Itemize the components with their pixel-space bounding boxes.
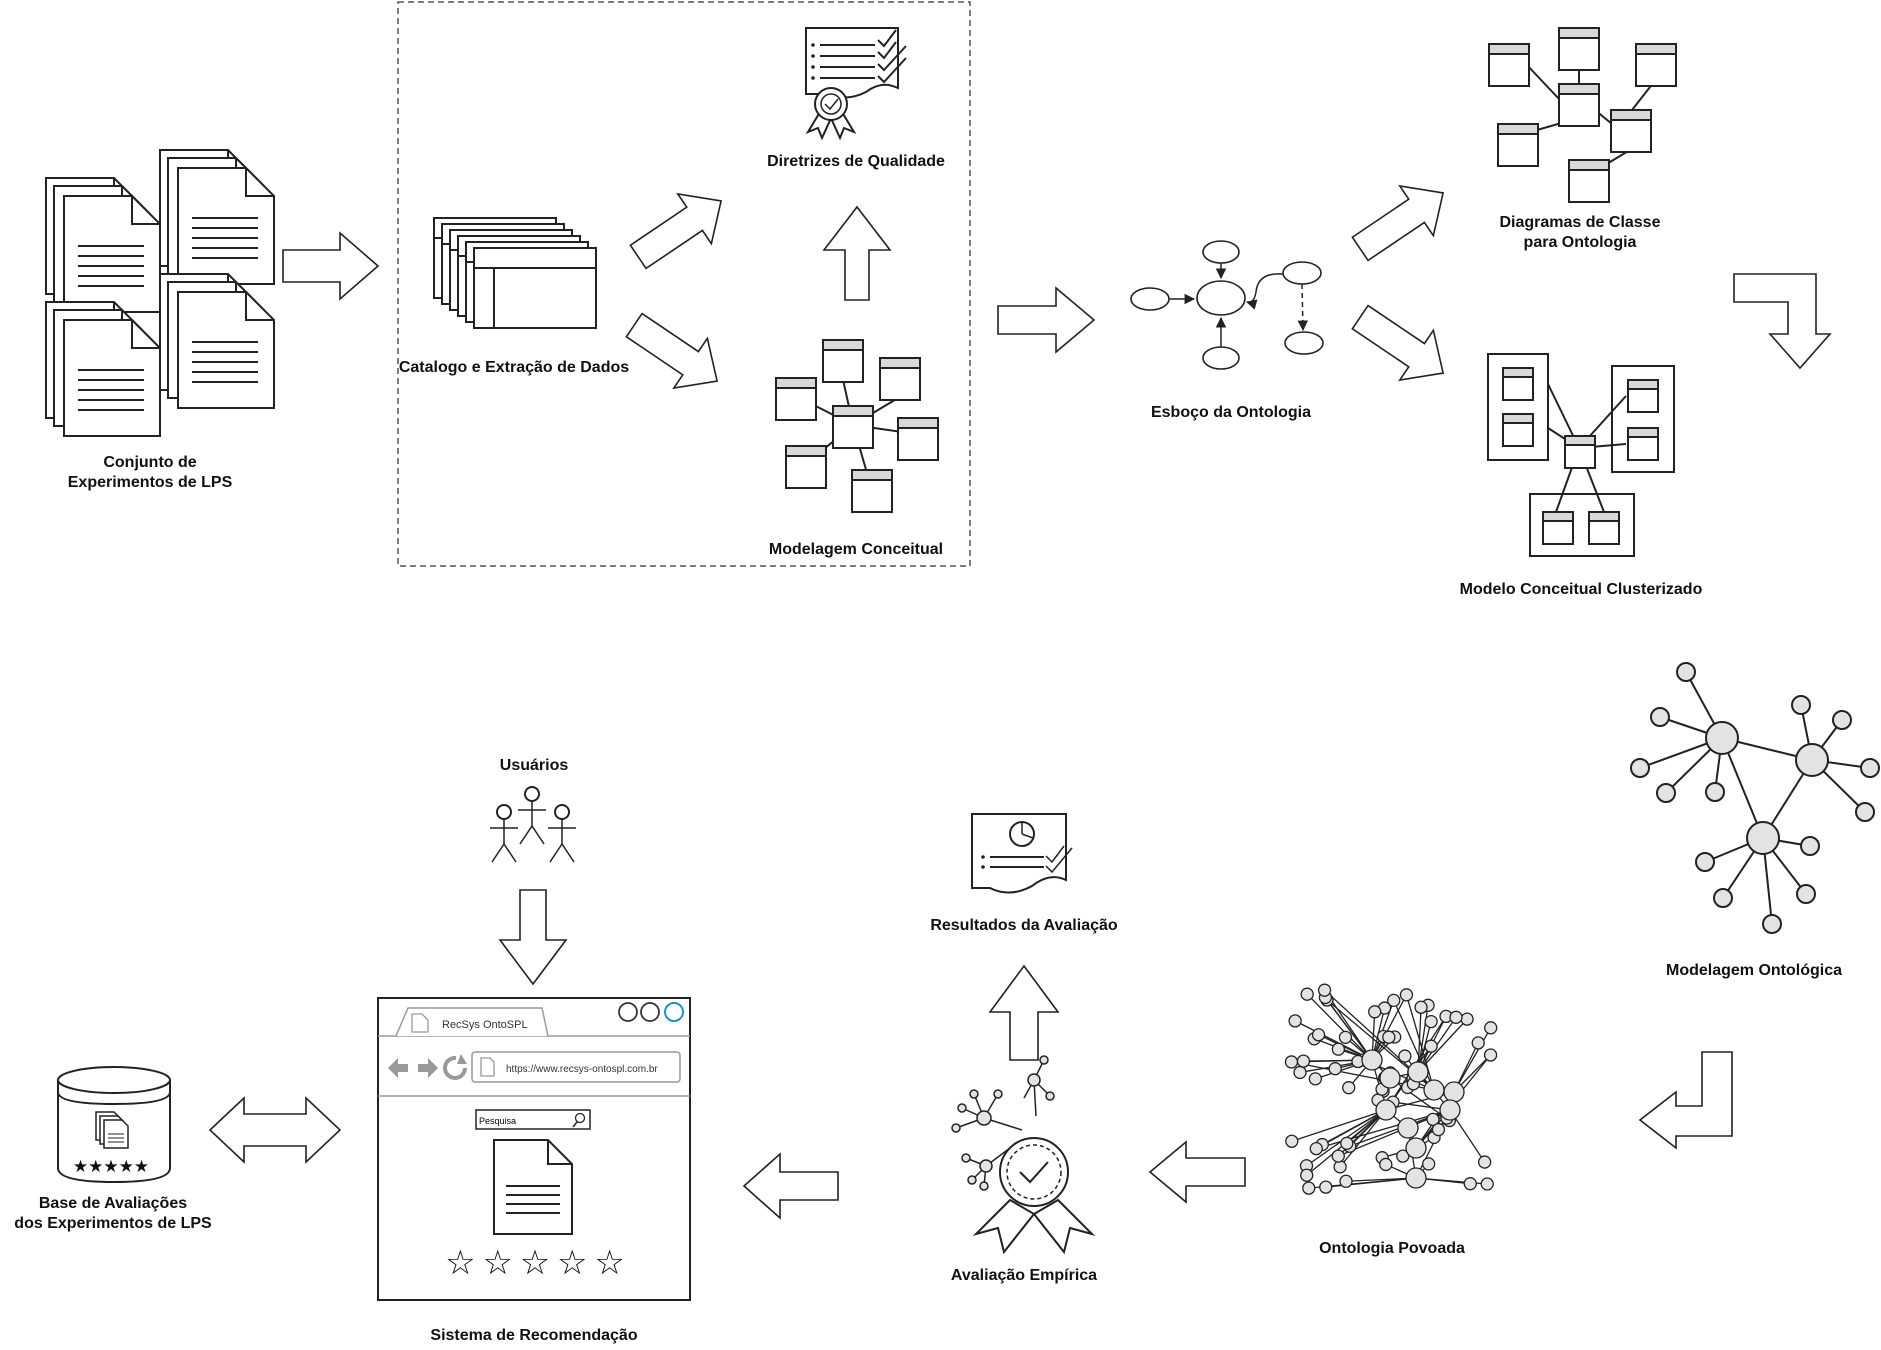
rating-stars[interactable]: ☆ ☆ ☆ ☆ ☆ [445, 1243, 625, 1283]
class-diagram-icon [1487, 353, 1675, 557]
usuarios-label: Usuários [500, 757, 569, 774]
network-graph-icon [1630, 662, 1880, 934]
report-icon [971, 813, 1073, 894]
award-badge-icon [951, 1055, 1096, 1255]
arrow-left-icon [1148, 1140, 1246, 1204]
arrow-bent-down-icon [1733, 273, 1832, 370]
esboco-label: Esboço da Ontologia [1151, 404, 1311, 421]
arrow-left-icon [742, 1152, 839, 1220]
arrow-up-right-icon [629, 192, 723, 270]
conjunto-label-line1: Conjunto de [103, 454, 196, 471]
diretrizes-label: Diretrizes de Qualidade [767, 153, 945, 170]
arrow-down-right-icon [625, 312, 719, 390]
arrow-up-icon [822, 205, 892, 301]
class-diagram-icon [775, 339, 939, 513]
dense-graph-icon [1284, 983, 1498, 1195]
search-input[interactable]: Pesquisa [479, 1116, 516, 1126]
base-label-line1: Base de Avaliações [39, 1195, 187, 1212]
arrow-double-icon [208, 1096, 342, 1164]
sistema-label: Sistema de Recomendação [430, 1327, 637, 1344]
card-stack-icon [433, 217, 597, 329]
browser-url[interactable]: https://www.recsys-ontospl.com.br [506, 1064, 658, 1075]
arrow-down-right-icon [1351, 304, 1445, 382]
ontologia-povoada-label: Ontologia Povoada [1319, 1240, 1465, 1257]
catalogo-label: Catalogo e Extração de Dados [399, 359, 629, 376]
diagramas-label-line1: Diagramas de Classe [1500, 214, 1661, 231]
resultados-label: Resultados da Avaliação [930, 917, 1118, 934]
modelagem-conceitual-label: Modelagem Conceitual [769, 541, 943, 558]
class-diagram-icon [1488, 27, 1677, 203]
ontology-sketch-icon [1130, 240, 1324, 370]
arrow-up-right-icon [1351, 184, 1445, 262]
arrow-right-icon [282, 231, 380, 301]
arrow-down-icon [498, 889, 568, 986]
avaliacao-empirica-label: Avaliação Empírica [951, 1267, 1097, 1284]
browser-window-icon [377, 997, 691, 1301]
users-icon [490, 786, 576, 863]
base-label-line2: dos Experimentos de LPS [14, 1215, 212, 1232]
dashed-group-border [397, 1, 971, 567]
database-stars: ★★★★★ [73, 1157, 149, 1177]
browser-tab-title[interactable]: RecSys OntoSPL [442, 1019, 528, 1031]
diagramas-label-line2: para Ontologia [1524, 234, 1637, 251]
conjunto-label-line2: Experimentos de LPS [68, 474, 233, 491]
modelagem-ontologica-label: Modelagem Ontológica [1666, 962, 1842, 979]
arrow-up-icon [988, 964, 1060, 1061]
arrow-bent-left-icon [1638, 1051, 1733, 1150]
document-stack-icon [46, 150, 274, 436]
database-icon [57, 1066, 171, 1184]
modelo-clusterizado-label: Modelo Conceitual Clusterizado [1460, 581, 1703, 598]
certificate-icon [805, 27, 907, 141]
arrow-right-icon [997, 286, 1096, 354]
